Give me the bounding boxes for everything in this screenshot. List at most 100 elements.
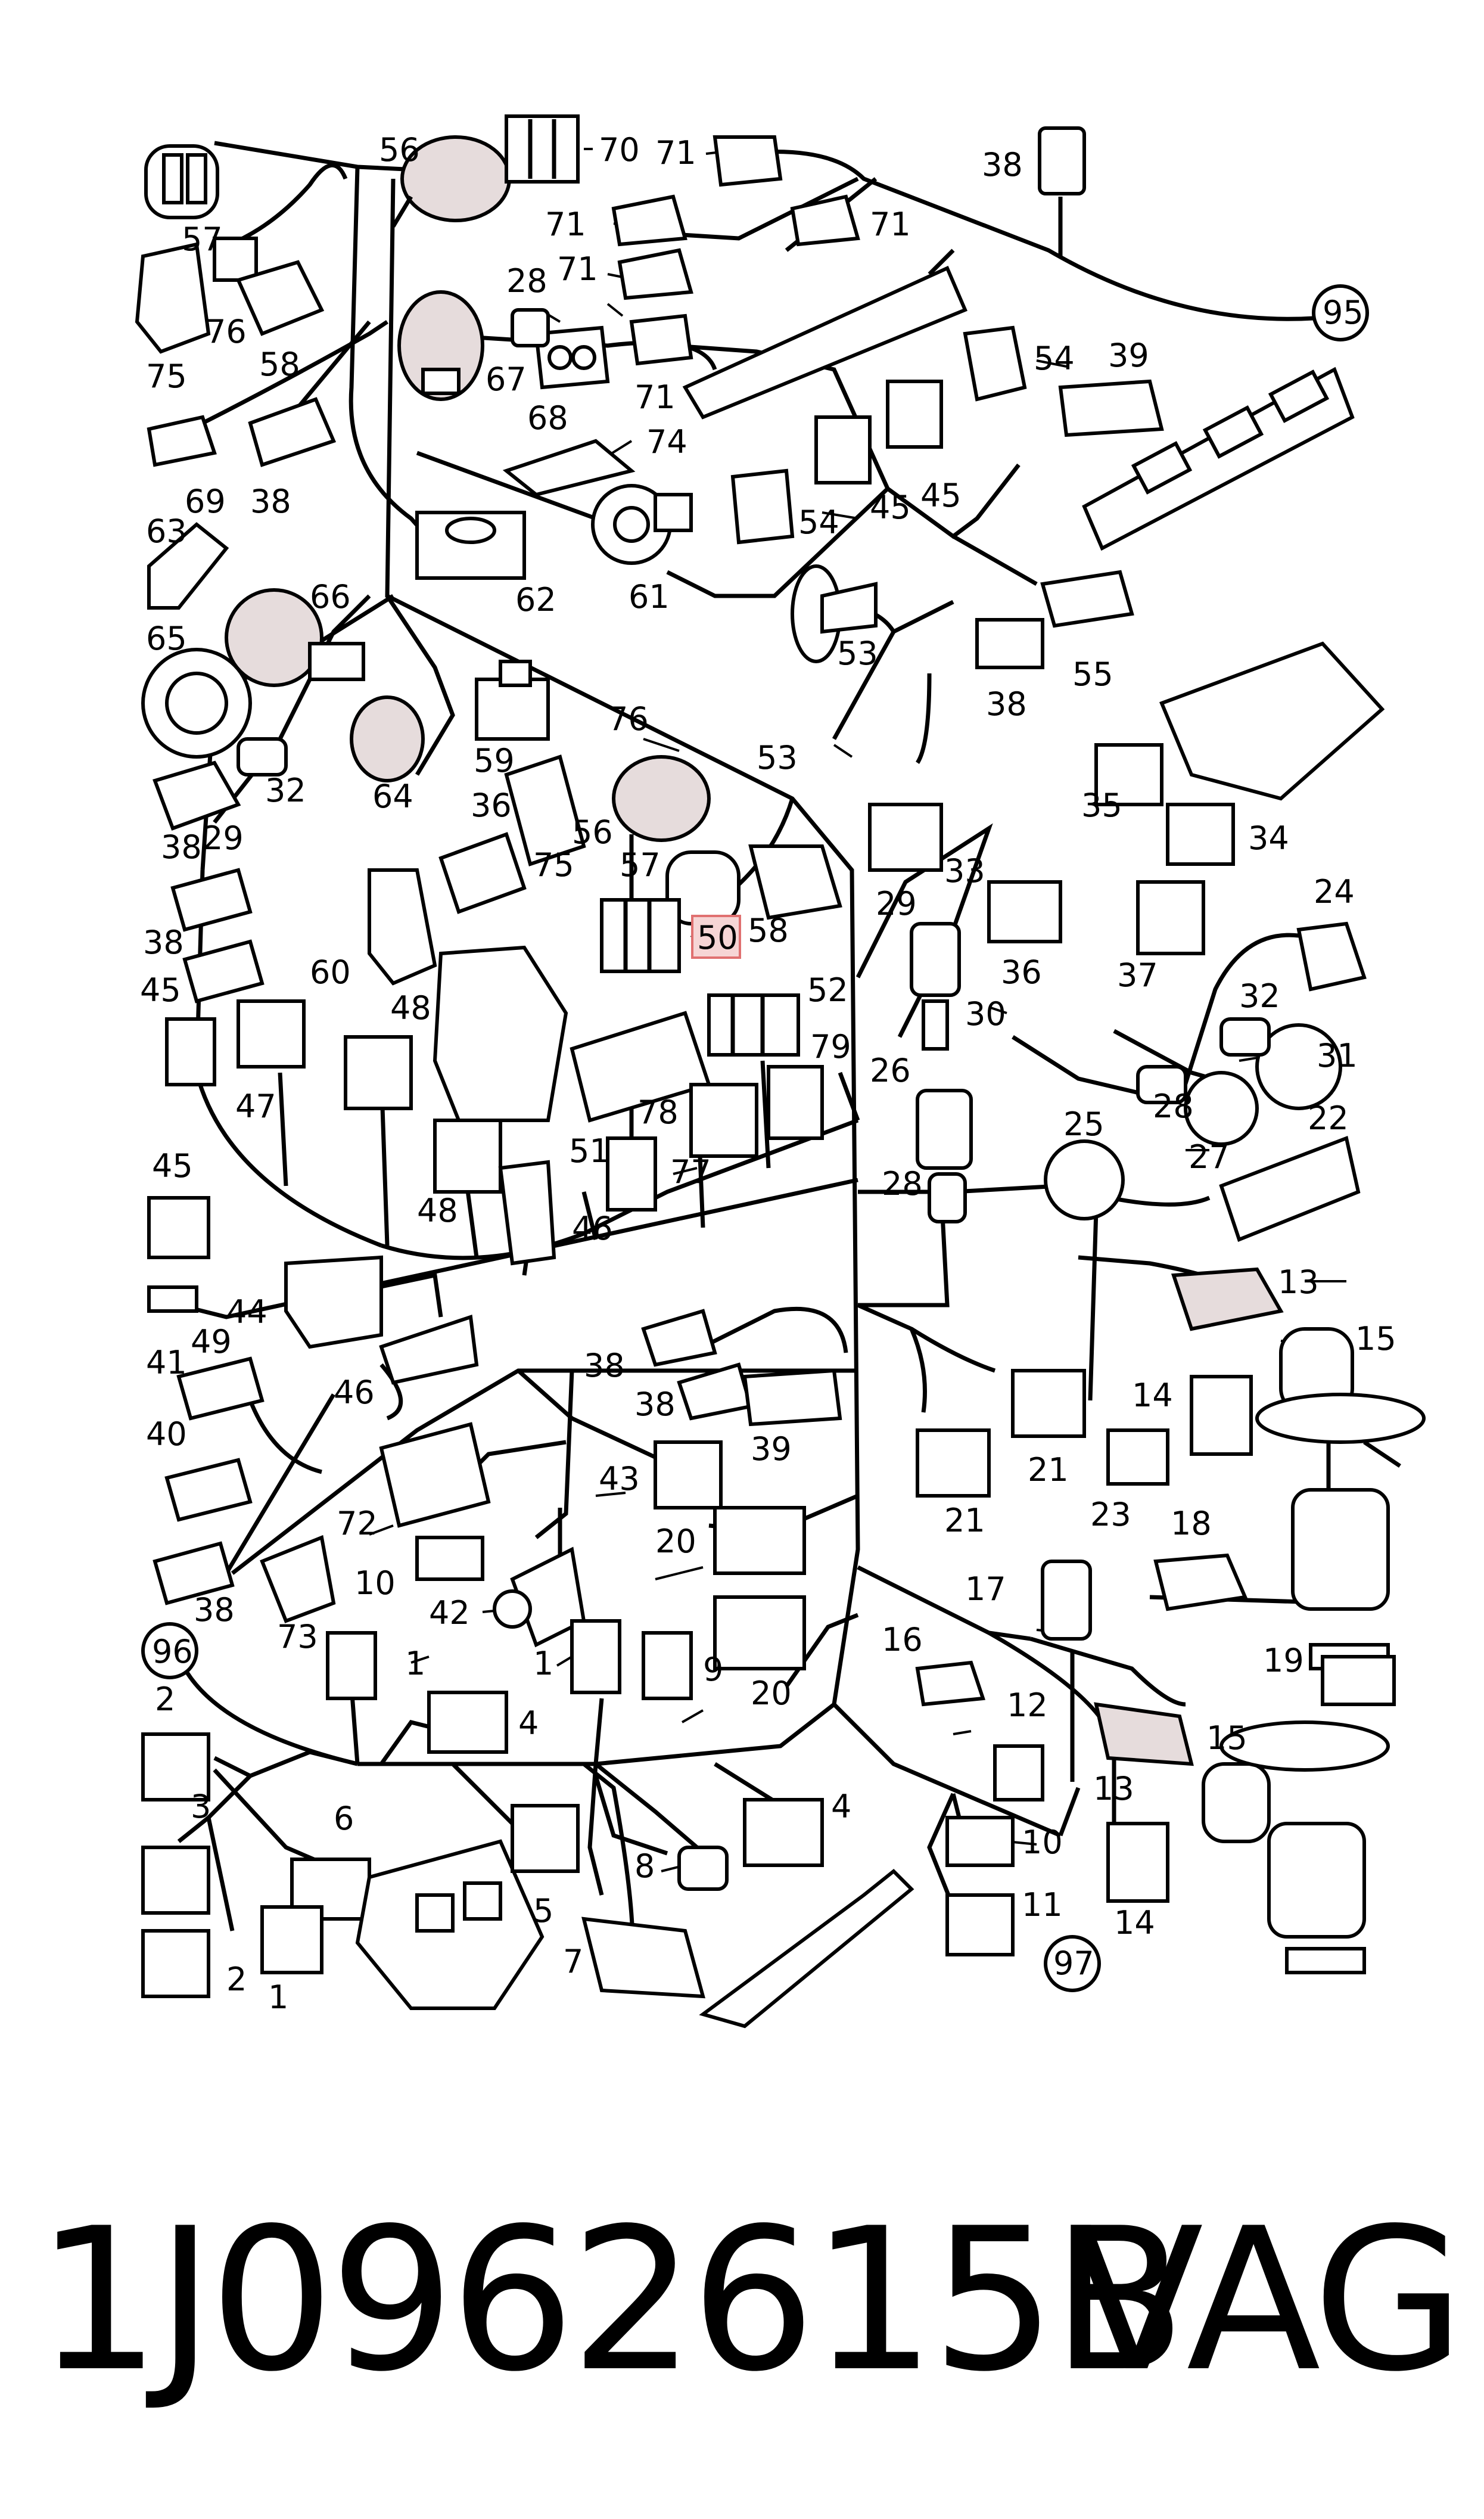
relay-47 [237,999,306,1069]
part-number: 1J0962615B [36,2186,1186,2415]
callout-38: 38 [634,1386,676,1423]
callout-4: 4 [518,1704,539,1742]
connector-62 [415,511,526,580]
callout-48: 48 [417,1192,458,1229]
callout-2: 2 [226,1961,247,1998]
connector-43 [654,1440,723,1509]
connector-21-a [1011,1369,1086,1438]
callout-25: 25 [1063,1105,1105,1143]
callout-54: 54 [1034,340,1075,377]
connector-38-top [1038,126,1086,195]
sensor-8 [677,1846,729,1891]
grommet-67 [397,290,484,401]
callout-21: 21 [944,1502,985,1539]
connector-14-b [1106,1822,1169,1903]
callout-38: 38 [161,828,202,866]
connector-28-right [1136,1065,1187,1104]
connector-65 [141,648,252,759]
relay-48-b [433,1119,502,1194]
callout-66: 66 [310,578,351,616]
callout-24: 24 [1314,873,1355,911]
connector-71e [629,313,693,366]
callout-23: 23 [1090,1496,1131,1533]
connector-69 [147,415,217,467]
connector-14-a [1190,1375,1253,1456]
callout-45: 45 [140,971,181,1009]
callout-30: 30 [965,995,1006,1033]
callout-97: 97 [1053,1945,1094,1982]
connector-20-b [713,1595,806,1670]
connector-71d [617,248,693,300]
connector-45-c [165,1017,216,1086]
callout-34: 34 [1248,819,1289,857]
connector-30-lead [922,999,949,1051]
callout-54: 54 [798,504,839,541]
connector-25 [1044,1139,1125,1220]
callout-75: 75 [146,358,187,395]
callout-69: 69 [185,483,226,520]
callout-47: 47 [235,1088,276,1125]
connector-29-left [153,760,241,831]
grommet-64 [350,695,425,782]
callout-71: 71 [634,378,676,416]
callout-38: 38 [982,146,1023,184]
connector-19 [1321,1655,1396,1706]
callout-16: 16 [882,1621,923,1658]
connector-31 [1255,1023,1342,1110]
callout-31: 31 [1317,1037,1358,1074]
connector-77 [606,1136,657,1212]
callout-35: 35 [1081,787,1122,824]
callout-20: 20 [751,1675,792,1712]
callout-14: 14 [1114,1904,1155,1942]
connector-75-top [135,237,258,354]
fuse-box-bottom [355,1839,545,2010]
callout-38: 38 [250,483,291,520]
callout-27: 27 [1189,1138,1230,1176]
connector-38-b [248,397,337,467]
callout-labels: 56 70 71 38 57 71 71 71 71 76 58 75 28 6… [140,131,1396,2016]
callout-1: 1 [405,1645,425,1682]
callout-43: 43 [599,1460,640,1498]
callout-57: 57 [620,846,661,884]
callout-36: 36 [1001,953,1042,991]
connector-21-b [916,1428,991,1498]
callout-39: 39 [751,1430,792,1468]
callout-11: 11 [1022,1886,1063,1924]
callout-70: 70 [599,131,640,169]
callout-60: 60 [310,953,351,991]
callout-76: 76 [608,700,649,738]
callout-95: 95 [1323,294,1364,331]
callout-7: 7 [563,1943,583,1980]
grommet-66 [225,588,365,687]
connector-3 [141,1846,210,1915]
connector-40 [164,1458,253,1522]
callout-10: 10 [1022,1824,1063,1861]
bracket-73 [260,1535,336,1623]
connector-18 [1153,1553,1248,1611]
callout-78: 78 [637,1094,679,1131]
callout-32: 32 [1239,977,1280,1015]
callout-26: 26 [870,1052,911,1089]
callout-62: 62 [515,581,556,619]
callout-73: 73 [277,1618,318,1655]
callout-38: 38 [194,1591,235,1629]
connector-20-a [713,1506,806,1575]
connector-71b [611,194,687,247]
connector-11 [945,1893,1015,1956]
wiring-harness-diagram: 56 70 71 38 57 71 71 71 71 76 58 75 28 6… [135,114,1426,2029]
callout-32: 32 [265,772,306,809]
connector-70 [505,114,580,184]
callout-42: 42 [429,1594,470,1632]
callout-1: 1 [268,1978,288,2016]
connector-57-top [144,144,219,219]
callout-58: 58 [259,346,300,383]
callout-71: 71 [870,206,911,243]
connector-1-c [260,1905,323,1974]
connector-59 [475,660,550,741]
heater-control-panel [1082,366,1355,551]
connector-15-b [1202,1762,1271,1843]
connector-4-a [427,1691,508,1754]
connector-34 [1166,803,1235,866]
callout-3: 3 [191,1788,211,1825]
connector-45-a [814,415,872,484]
